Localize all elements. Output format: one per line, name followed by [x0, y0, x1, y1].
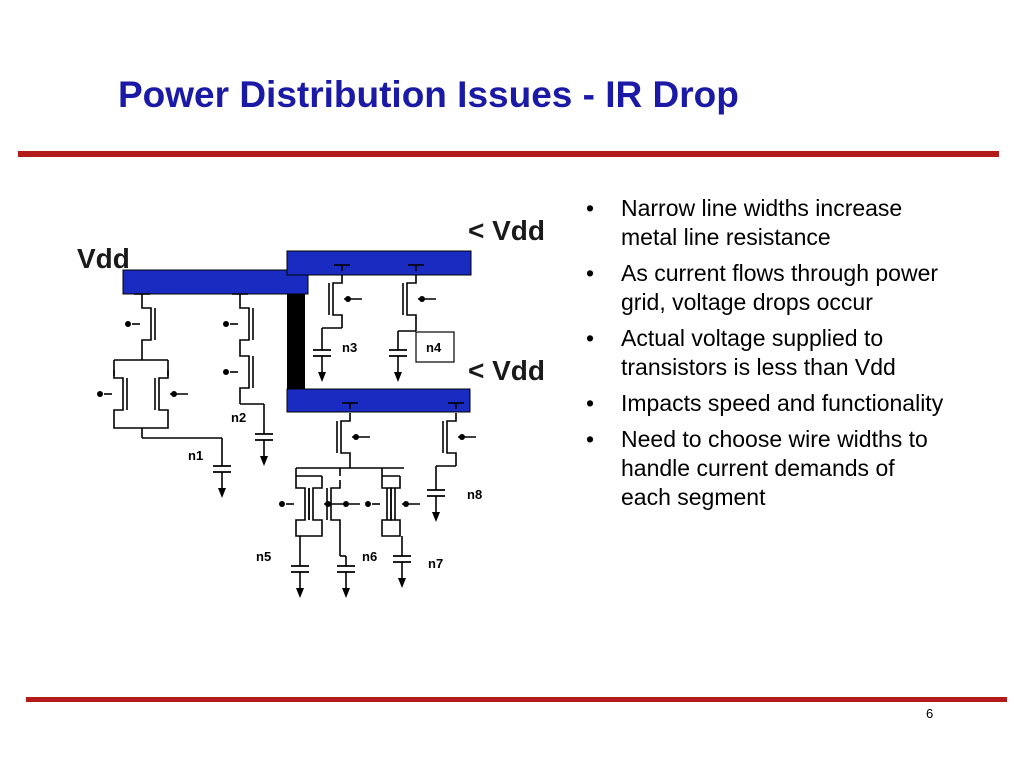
bullet-item: • Actual voltage supplied to transistors … [584, 324, 944, 382]
transistor-p2a [222, 299, 254, 349]
bullet-text: As current flows through power grid, vol… [621, 260, 939, 315]
top-reduced-rail [286, 250, 472, 276]
load-cap-n7 [392, 545, 412, 589]
node-label-n2: n2 [231, 410, 246, 425]
transistor-p2b [222, 347, 254, 397]
load-cap-n3 [312, 339, 332, 383]
transistor-p1a [96, 369, 128, 419]
node-label-n6: n6 [362, 549, 377, 564]
load-cap-n2 [254, 423, 274, 467]
bullet-text: Need to choose wire widths to handle cur… [621, 426, 928, 510]
reduced-vdd-top-label: < Vdd [468, 215, 545, 246]
bullet-item: • Need to choose wire widths to handle cu… [584, 425, 944, 512]
slide-title: Power Distribution Issues - IR Drop [118, 74, 739, 115]
transistor-p5 [336, 412, 371, 462]
bullet-glyph: • [586, 390, 595, 416]
page-number: 6 [926, 706, 934, 721]
bullet-glyph: • [586, 426, 595, 452]
bullet-text: Actual voltage supplied to transistors i… [621, 325, 896, 380]
vdd-label: Vdd [77, 243, 130, 274]
transistor-p3 [328, 274, 363, 324]
bullet-text: Narrow line widths increase metal line r… [621, 195, 903, 250]
reduced-vdd-mid-label: < Vdd [468, 355, 545, 386]
transistor-p5a [278, 479, 310, 529]
node-label-n4: n4 [426, 340, 442, 355]
title-divider [18, 151, 999, 157]
bullet-text: Impacts speed and functionality [621, 390, 944, 416]
middle-reduced-rail [286, 388, 471, 413]
transistor-p1b [154, 369, 189, 419]
load-cap-n1 [212, 455, 232, 499]
transistor-p8 [442, 412, 477, 462]
load-cap-n5 [290, 555, 310, 599]
node-label-n3: n3 [342, 340, 357, 355]
transistor-p7b [386, 479, 421, 529]
transistor-p1 [124, 299, 156, 349]
load-cap-n4 [388, 339, 408, 383]
bullet-glyph: • [586, 325, 595, 351]
ir-drop-circuit-diagram: Vdd < Vdd < Vdd n1 n2 n3 n4 n8 [77, 215, 545, 599]
bullet-glyph: • [586, 195, 595, 221]
bullet-item: • Impacts speed and functionality [584, 389, 944, 418]
load-cap-n8 [426, 479, 446, 523]
vertical-strap [287, 294, 305, 390]
node-label-n8: n8 [467, 487, 482, 502]
bullet-item: • Narrow line widths increase metal line … [584, 194, 944, 252]
node-label-n7: n7 [428, 556, 443, 571]
node-label-n1: n1 [188, 448, 203, 463]
bullet-item: • As current flows through power grid, vo… [584, 259, 944, 317]
bullet-glyph: • [586, 260, 595, 286]
footer-divider [26, 697, 1007, 702]
node-box-n4 [415, 331, 455, 363]
transistor-p4 [402, 274, 437, 324]
load-cap-n6 [336, 555, 356, 599]
node-label-n5: n5 [256, 549, 271, 564]
bullet-list: • Narrow line widths increase metal line … [584, 194, 944, 519]
vdd-rail [122, 269, 309, 295]
